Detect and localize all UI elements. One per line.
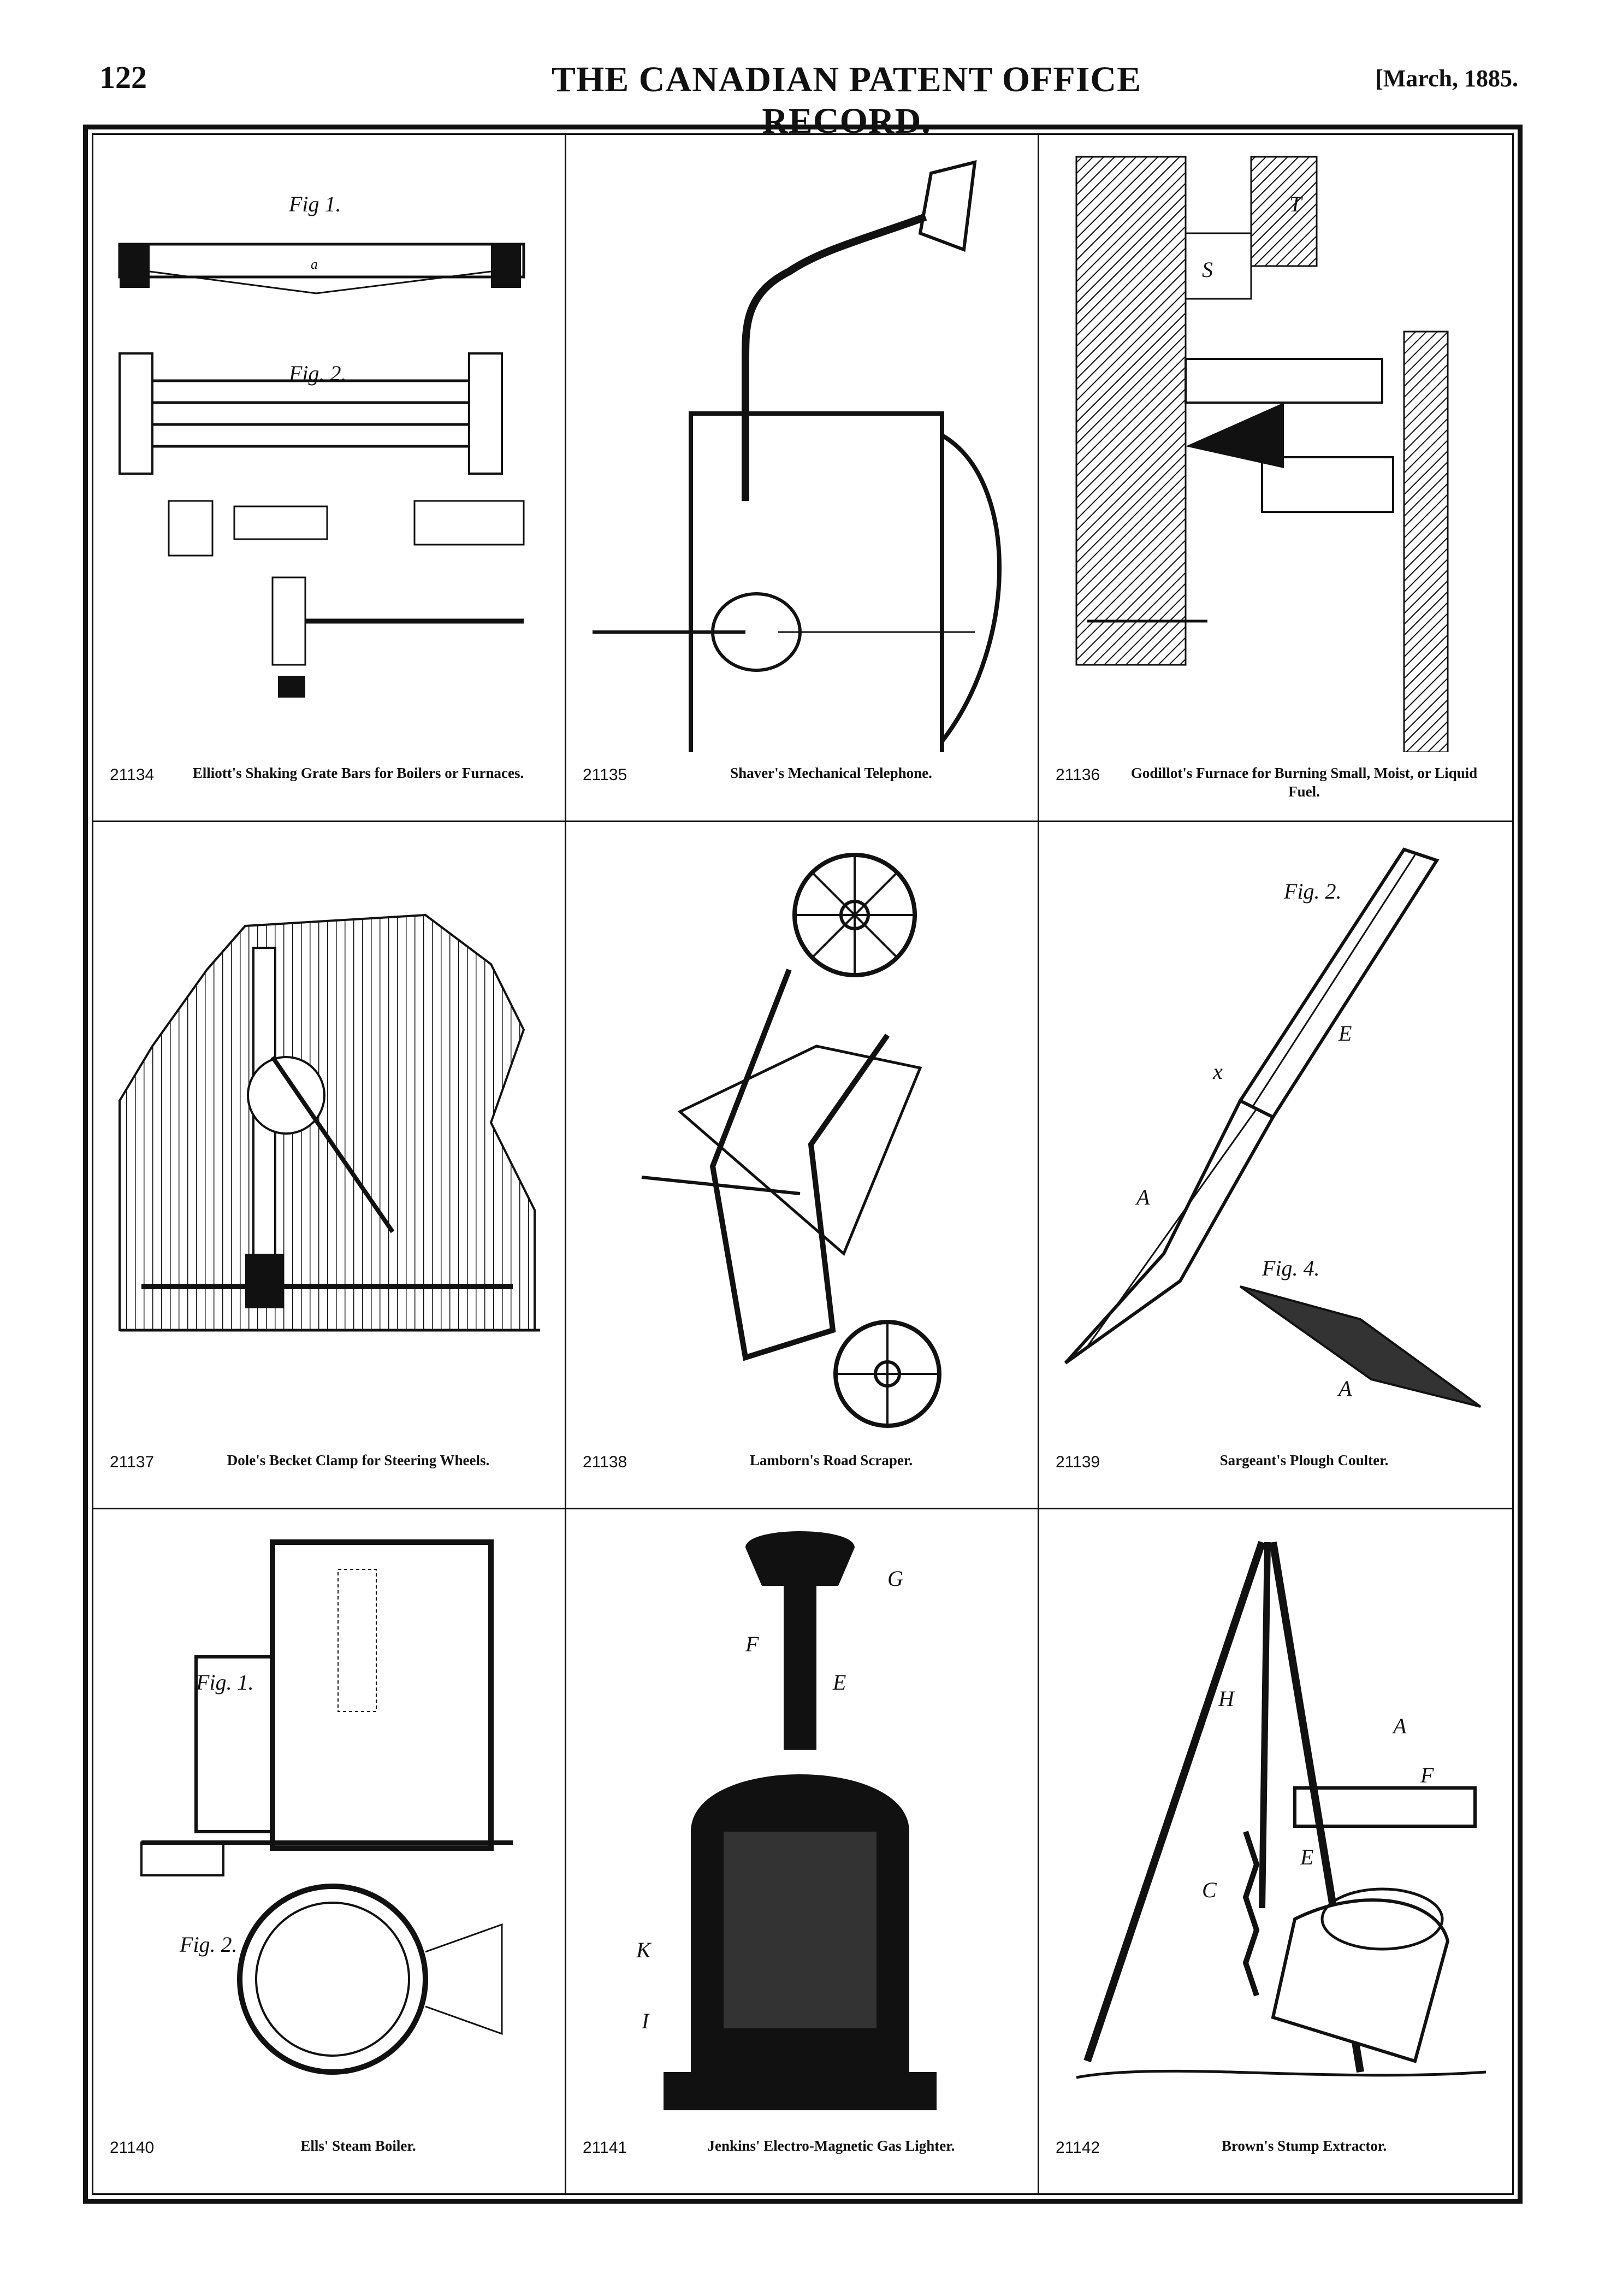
- patent-title: Godillot's Furnace for Burning Small, Mo…: [1130, 765, 1478, 800]
- label-c: C: [1202, 1878, 1217, 1902]
- patent-cell-21141: G F E K I 21141 Jenkins' Electro-Magneti…: [566, 1509, 1039, 2193]
- patent-number: 21134: [110, 766, 155, 784]
- label-k: K: [636, 1938, 652, 1962]
- patent-number: 21141: [583, 2139, 627, 2157]
- patent-illustration-21135: [582, 151, 1021, 752]
- patent-caption: 21134 Elliott's Shaking Grate Bars for B…: [93, 758, 565, 811]
- patent-title: Elliott's Shaking Grate Bars for Boilers…: [192, 765, 524, 781]
- patent-caption: 21135 Shaver's Mechanical Telephone.: [566, 758, 1038, 811]
- patent-cell-21138: 21138 Lamborn's Road Scraper.: [566, 822, 1039, 1509]
- patent-number: 21142: [1056, 2139, 1100, 2157]
- patent-title: Sargeant's Plough Coulter.: [1219, 1452, 1389, 1468]
- label-s: S: [1202, 257, 1213, 282]
- patent-caption: 21136 Godillot's Furnace for Burning Sma…: [1039, 758, 1512, 811]
- plough-coulter-drawing: Fig. 2. E x A Fig. 4. A: [1064, 847, 1482, 1408]
- label-e: E: [1300, 1845, 1313, 1869]
- label-a2: A: [1337, 1376, 1352, 1401]
- label-f: F: [745, 1632, 759, 1656]
- steam-boiler-drawing: Fig. 1. Fig. 2.: [140, 1539, 513, 2075]
- patent-cell-21140: Fig. 1. Fig. 2. 21140 Ells' Steam Boiler…: [93, 1509, 566, 2193]
- patent-number: 21137: [110, 1453, 155, 1471]
- gas-lighter-drawing: G F E K I: [636, 1531, 937, 2110]
- patent-title: Jenkins' Electro-Magnetic Gas Lighter.: [707, 2138, 955, 2154]
- label-i: I: [641, 2009, 650, 2033]
- fig-label: Fig. 2.: [179, 1932, 238, 1957]
- patent-illustration-21142: H A F E C: [1055, 1526, 1494, 2127]
- patent-caption: 21137 Dole's Becket Clamp for Steering W…: [93, 1445, 565, 1498]
- page-number: 122: [99, 60, 147, 95]
- patent-number: 21138: [583, 1453, 627, 1471]
- becket-clamp-drawing: [119, 913, 540, 1332]
- issue-date: [March, 1885.: [1375, 65, 1518, 92]
- road-scraper-drawing: [641, 853, 941, 1428]
- publication-title: THE CANADIAN PATENT OFFICE RECORD.: [551, 60, 1142, 141]
- fig-label: Fig 1.: [288, 192, 341, 216]
- patent-caption: 21139 Sargeant's Plough Coulter.: [1039, 1445, 1512, 1498]
- patent-number: 21135: [583, 766, 627, 784]
- fig-label: Fig. 1.: [196, 1670, 254, 1695]
- patent-caption: 21138 Lamborn's Road Scraper.: [566, 1445, 1038, 1498]
- patent-cell-21137: 21137 Dole's Becket Clamp for Steering W…: [93, 822, 566, 1509]
- patent-title: Ells' Steam Boiler.: [300, 2138, 416, 2154]
- patent-title: Lamborn's Road Scraper.: [749, 1452, 913, 1468]
- patent-illustration-21134: Fig 1. a Fig. 2.: [109, 151, 548, 752]
- patent-cell-21139: Fig. 2. E x A Fig. 4. A 21139 Sargeant's…: [1039, 822, 1512, 1509]
- patent-title: Brown's Stump Extractor.: [1221, 2138, 1387, 2154]
- patent-caption: 21140 Ells' Steam Boiler.: [93, 2131, 565, 2183]
- patent-number: 21140: [110, 2139, 155, 2157]
- label-g: G: [887, 1566, 903, 1591]
- patent-cell-21142: H A F E C 21142 Brown's Stump Extractor.: [1039, 1509, 1512, 2193]
- label-x: x: [1212, 1059, 1223, 1084]
- fig-label: Fig. 4.: [1262, 1256, 1320, 1280]
- patent-number: 21139: [1056, 1453, 1100, 1471]
- label-t: T: [1289, 192, 1303, 216]
- label-a: A: [1135, 1185, 1150, 1209]
- furnace-drawing: T S: [1075, 156, 1449, 752]
- patent-title: Shaver's Mechanical Telephone.: [730, 765, 932, 781]
- patent-caption: 21142 Brown's Stump Extractor.: [1039, 2131, 1512, 2183]
- patent-grid: Fig 1. a Fig. 2.: [92, 133, 1514, 2195]
- patent-number: 21136: [1056, 766, 1100, 784]
- fig-label: Fig. 2.: [1283, 879, 1342, 904]
- patent-illustration-21139: Fig. 2. E x A Fig. 4. A: [1055, 839, 1494, 1439]
- patent-illustration-21138: [582, 839, 1021, 1439]
- label-a: a: [311, 256, 318, 272]
- patent-caption: 21141 Jenkins' Electro-Magnetic Gas Ligh…: [566, 2131, 1038, 2183]
- patent-cell-21136: T S 21136 Godillot's Furnace for Burning…: [1039, 135, 1512, 822]
- stump-extractor-drawing: H A F E C: [1076, 1540, 1487, 2079]
- label-e: E: [1338, 1021, 1352, 1046]
- label-f: F: [1420, 1763, 1434, 1787]
- label-a: A: [1391, 1714, 1407, 1738]
- patent-illustration-21136: T S: [1055, 151, 1494, 752]
- patent-cell-21134: Fig 1. a Fig. 2.: [93, 135, 566, 822]
- label-e: E: [832, 1670, 846, 1695]
- grate-bars-drawing: Fig 1. a Fig. 2.: [118, 192, 525, 698]
- telephone-drawing: [593, 160, 1002, 752]
- patent-cell-21135: 21135 Shaver's Mechanical Telephone.: [566, 135, 1039, 822]
- page-header: 122 THE CANADIAN PATENT OFFICE RECORD. […: [0, 0, 1599, 141]
- label-h: H: [1218, 1686, 1235, 1711]
- patent-illustration-21140: Fig. 1. Fig. 2.: [109, 1526, 548, 2127]
- outer-frame: [83, 125, 1523, 2204]
- patent-illustration-21141: G F E K I: [582, 1526, 1021, 2127]
- patent-title: Dole's Becket Clamp for Steering Wheels.: [227, 1452, 490, 1468]
- patent-illustration-21137: [109, 839, 548, 1439]
